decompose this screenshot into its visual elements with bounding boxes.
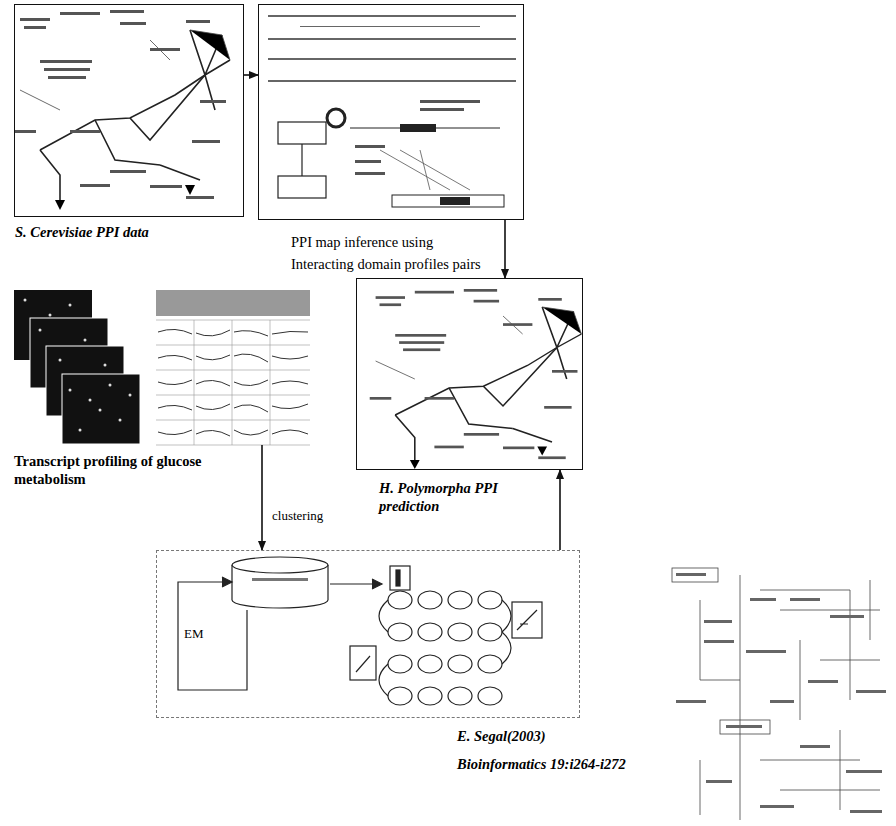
flow-arrow (504, 220, 506, 278)
flow-arrow (244, 74, 258, 76)
model-box: E. Segal(2003)Bioinformatics 19:i264-i27… (156, 550, 580, 718)
inference-panel: PPI map inference using Interacting doma… (258, 4, 524, 220)
ppi-network (14, 10, 230, 210)
microarray-images (14, 290, 140, 444)
edge-label: clustering (270, 508, 325, 523)
ppi-data-panel: S. Cerevisiae PPI data (14, 4, 244, 217)
flow-arrow (261, 445, 263, 550)
pathway-map (672, 568, 886, 820)
panel-caption: H. Polymorpha PPI prediction (379, 479, 529, 515)
transcript-panel: Transcript profiling of glucose metaboli… (14, 290, 310, 445)
expression-plots (156, 290, 310, 445)
citation-text: Bioinformatics 19:i264-i272 (457, 755, 697, 773)
panel-caption: Transcript profiling of glucose metaboli… (14, 452, 246, 488)
panel-caption: PPI map inference using Interacting doma… (291, 231, 481, 275)
panel-caption: E. Segal(2003) (457, 727, 657, 745)
loop-label: EM (182, 626, 206, 641)
domain-alignment (268, 15, 516, 207)
ppi-network (370, 289, 582, 469)
panel-caption: S. Cerevisiae PPI data (15, 223, 245, 241)
prediction-panel: H. Polymorpha PPI prediction (356, 278, 583, 470)
flow-arrow (559, 470, 561, 550)
model-illustration (178, 557, 542, 705)
